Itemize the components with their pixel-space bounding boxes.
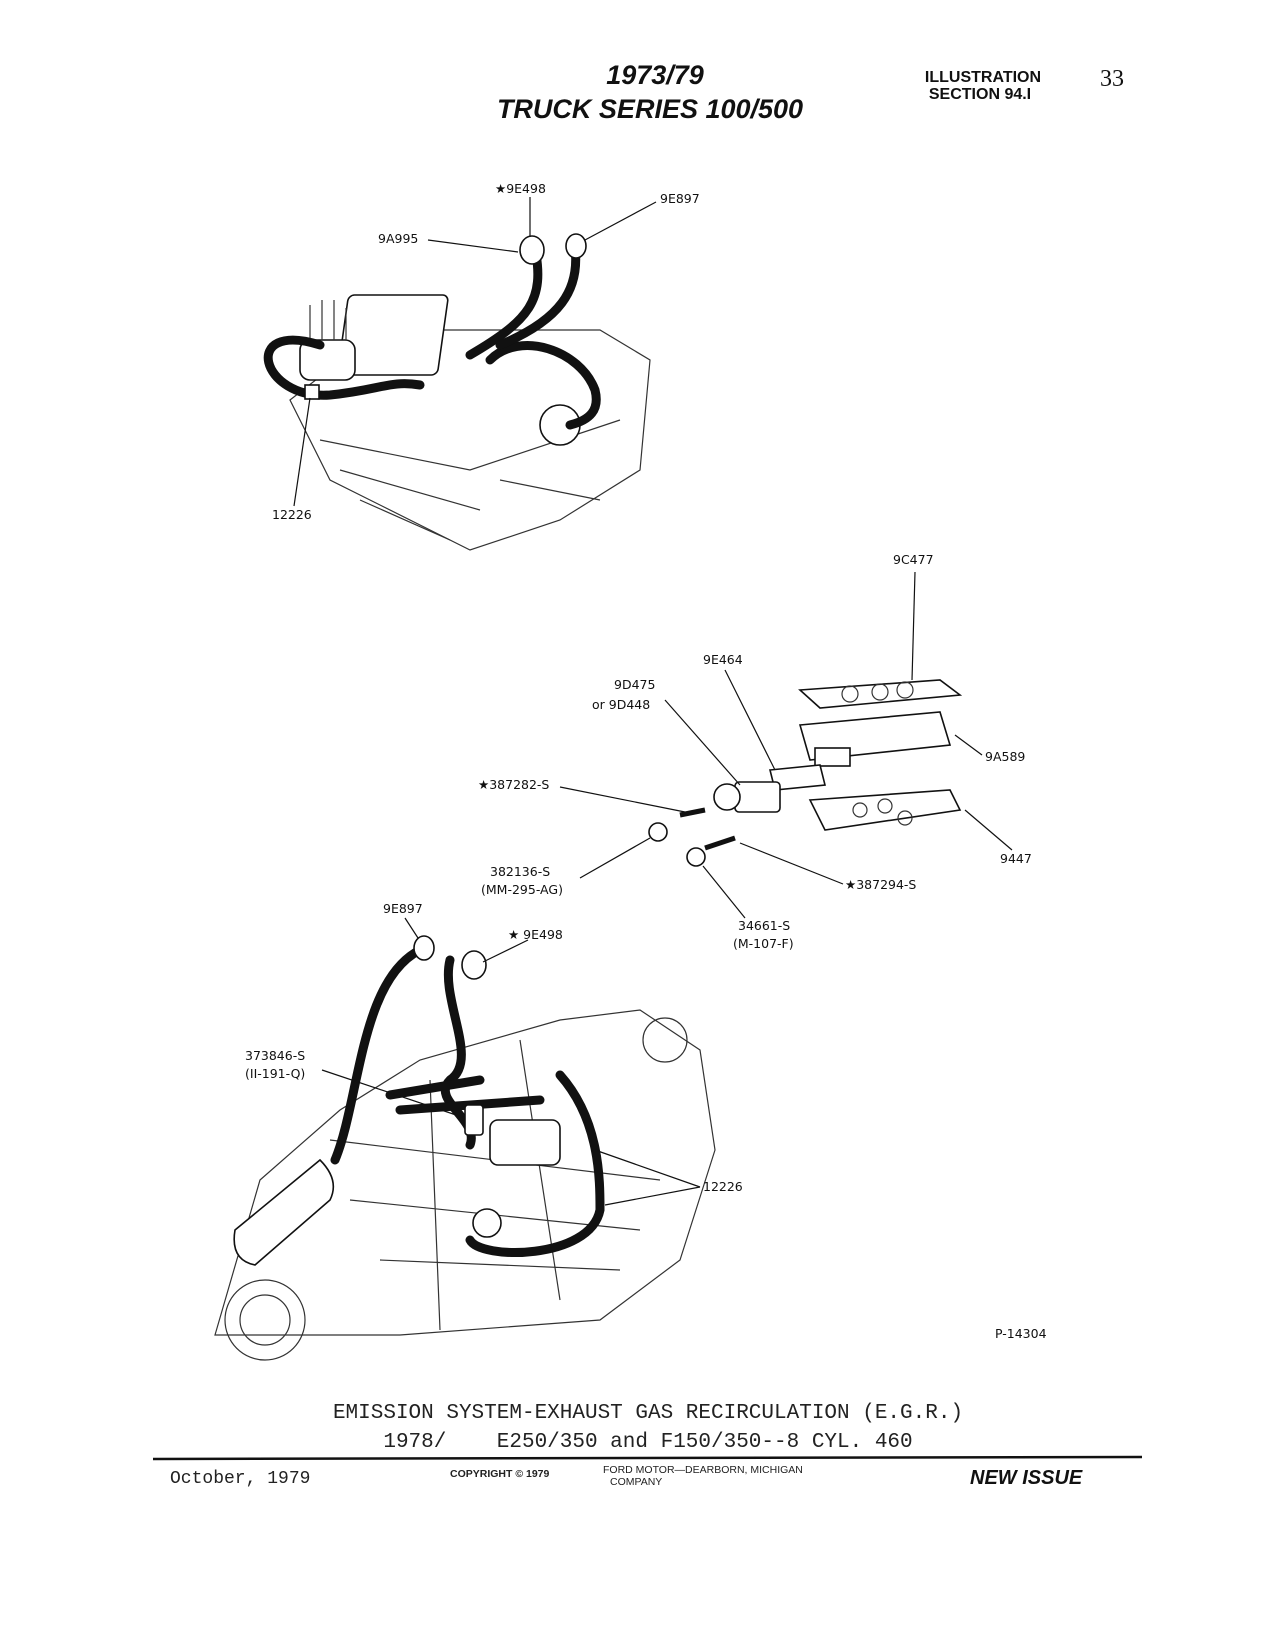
- vacuum-valve-9E498: [519, 235, 545, 265]
- issue-status: NEW ISSUE: [970, 1467, 1083, 1489]
- top-view-callouts: ★9E498 9E897 9A995 12226: [272, 181, 700, 522]
- nut-34661-S: [686, 847, 706, 867]
- callout-label: or 9D448: [592, 697, 650, 712]
- vacuum-valve-9E498: [461, 950, 487, 980]
- callout-label: (MM-295-AG): [481, 882, 563, 897]
- callout-label: 12226: [272, 507, 312, 522]
- callout-label: 373846-S: [245, 1048, 305, 1063]
- title-series: TRUCK SERIES 100/500: [497, 94, 803, 124]
- footer-date: October, 1979: [170, 1469, 310, 1489]
- callout-label: (M-107-F): [733, 936, 794, 951]
- callout-label: 9447: [1000, 851, 1032, 866]
- vacuum-hose: [465, 1070, 605, 1257]
- callout-label: 9E897: [383, 901, 423, 916]
- vacuum-fitting-9E897: [413, 935, 435, 961]
- callout-label: 9D475: [614, 677, 655, 692]
- distributor: [489, 1119, 561, 1166]
- callout-label: ★387294-S: [845, 877, 916, 892]
- egr-valve: [472, 1208, 502, 1238]
- gasket-9C477: [798, 679, 963, 709]
- egr-valve-9D475: [734, 781, 781, 813]
- callout-label: ★9E498: [495, 181, 546, 196]
- egr-exploded-drawing: [648, 679, 963, 867]
- callout-label: 9A589: [985, 749, 1025, 764]
- top-engine-drawing: [263, 233, 651, 551]
- callout-label: 12226: [703, 1179, 743, 1194]
- illustration-label: ILLUSTRATION: [925, 69, 1041, 86]
- figure-number: P-14304: [995, 1326, 1047, 1341]
- clip-12226: [304, 384, 320, 400]
- callout-label: 34661-S: [738, 918, 790, 933]
- callout-label: 9A995: [378, 231, 418, 246]
- tee-373846-S: [464, 1104, 484, 1136]
- bottom-engine-drawing: [214, 935, 716, 1361]
- company-name-2: COMPANY: [610, 1476, 662, 1488]
- distributor-cap: [309, 300, 347, 340]
- gasket-9447: [808, 789, 962, 831]
- callout-label: ★ 9E498: [508, 927, 563, 942]
- callout-label: 9C477: [893, 552, 934, 567]
- copyright-text: COPYRIGHT © 1979: [450, 1468, 550, 1480]
- vacuum-hose: [465, 243, 543, 360]
- vacuum-hose: [330, 945, 425, 1165]
- exploded-view-callouts: 9C477 9E464 9D475 or 9D448 9A589 ★387282…: [478, 552, 1032, 951]
- callout-label: ★387282-S: [478, 777, 549, 792]
- carburetor: [337, 294, 449, 376]
- callout-label: 9E464: [703, 652, 743, 667]
- callout-label: 9E897: [660, 191, 700, 206]
- distributor: [299, 339, 356, 381]
- footer-rule: [152, 1455, 1143, 1461]
- page-number: 33: [1100, 66, 1124, 92]
- nut-382136-S: [648, 822, 668, 842]
- caption-models: 1978/ E250/350 and F150/350--8 CYL. 460: [383, 1431, 912, 1454]
- section-label: SECTION 94.I: [929, 86, 1031, 103]
- air-cleaner-snorkel: [233, 1158, 335, 1266]
- vacuum-hose: [495, 243, 581, 350]
- bottom-view-callouts: 9E897 ★ 9E498 373846-S (II-191-Q) 12226: [245, 901, 743, 1206]
- vacuum-hose: [485, 341, 601, 430]
- company-name: FORD MOTOR—DEARBORN, MICHIGAN: [603, 1464, 803, 1476]
- spacer-port: [814, 747, 851, 767]
- callout-label: 382136-S: [490, 864, 550, 879]
- caption-title: EMISSION SYSTEM-EXHAUST GAS RECIRCULATIO…: [333, 1402, 963, 1425]
- vacuum-fitting-9E897: [565, 233, 587, 259]
- callout-label: (II-191-Q): [245, 1066, 305, 1081]
- title-years: 1973/79: [606, 60, 704, 90]
